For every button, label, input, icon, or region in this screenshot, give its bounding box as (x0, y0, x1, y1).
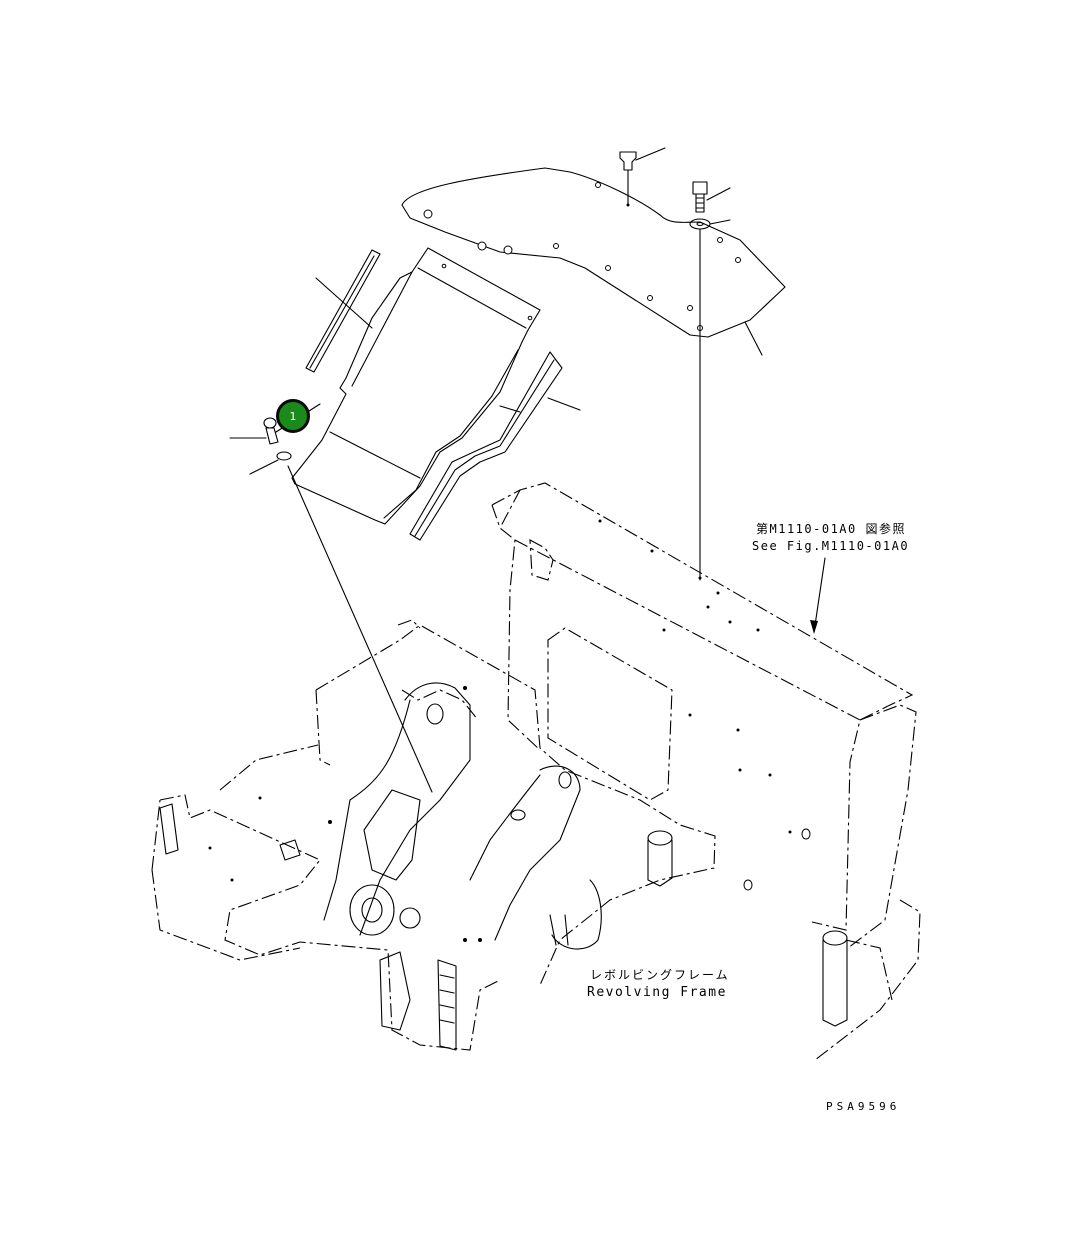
reference-arrow (810, 557, 826, 634)
reference-label-en: See Fig.M1110-01A0 (752, 539, 910, 553)
top-bolt-2 (689, 181, 731, 581)
frame-label-jp: レボルビングフレーム (590, 968, 730, 982)
frame-label-en: Revolving Frame (587, 985, 727, 1000)
top-bolt-1 (619, 147, 666, 207)
main-panel (291, 247, 541, 525)
left-seal-strip (305, 249, 381, 373)
drawing-code: PSA9596 (826, 1100, 901, 1113)
right-seal-strip (409, 351, 581, 541)
right-cover-box (491, 482, 917, 949)
reference-label-jp: 第M1110-01A0 図参照 (756, 522, 906, 536)
callout-1[interactable]: 1 (276, 399, 310, 433)
revolving-frame (151, 619, 921, 1061)
left-bolt (229, 403, 433, 793)
top-cover-plate (401, 167, 786, 356)
